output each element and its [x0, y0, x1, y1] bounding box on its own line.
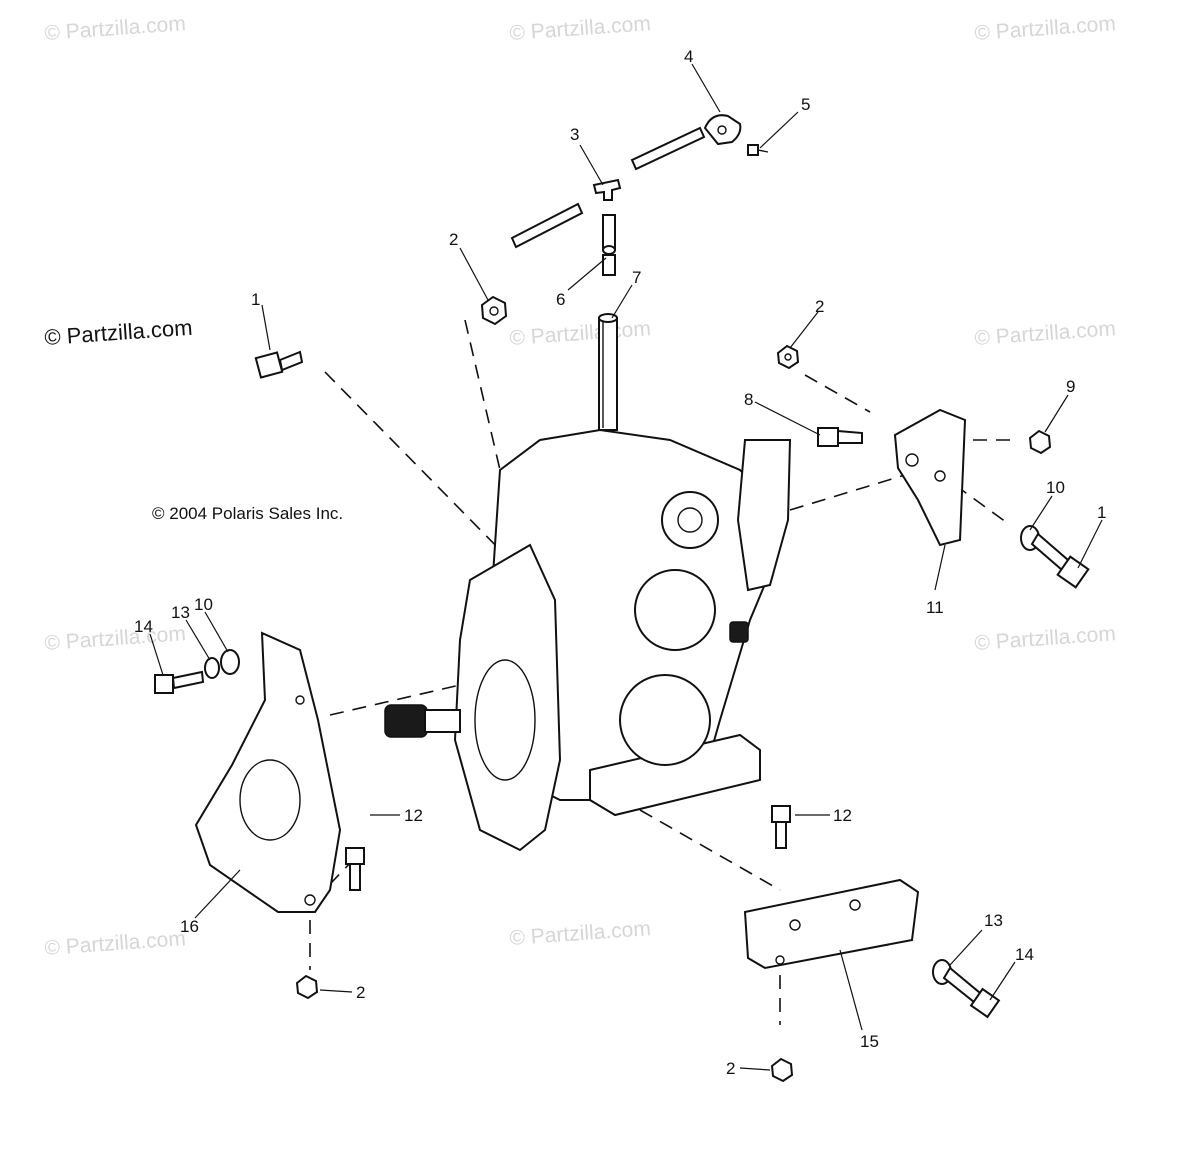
- callout-5: 5: [801, 95, 810, 114]
- hex-nut: [1028, 429, 1052, 455]
- watermark: © Partzilla.com: [974, 622, 1117, 655]
- watermark: © Partzilla.com: [44, 927, 187, 960]
- hex-nut: [480, 295, 508, 326]
- skid-plate-15: [743, 878, 920, 970]
- callout-13: 13: [171, 603, 190, 622]
- callout-2: 2: [356, 983, 365, 1002]
- callout-2: 2: [815, 297, 824, 316]
- callout-7: 7: [632, 268, 641, 287]
- hex-nut: [776, 344, 800, 370]
- linkage-rod: [630, 126, 706, 171]
- bolt-14-left: [154, 649, 240, 694]
- copyright-text: © 2004 Polaris Sales Inc.: [152, 504, 343, 523]
- callout-2: 2: [726, 1059, 735, 1078]
- callout-16: 16: [180, 917, 199, 936]
- watermark: © Partzilla.com: [509, 12, 652, 45]
- bracket-11: [893, 408, 967, 547]
- shift-linkage: [510, 114, 769, 431]
- bolt-14-right: [932, 959, 1001, 1019]
- bolt-1-right: [1020, 525, 1090, 589]
- watermark: © Partzilla.com: [44, 622, 187, 655]
- leader-lines: [149, 63, 1103, 1071]
- callout-14: 14: [1015, 945, 1034, 964]
- bolt-1: [254, 350, 304, 379]
- callout-10: 10: [1046, 478, 1065, 497]
- callout-1: 1: [1097, 503, 1106, 522]
- bolt-12: [771, 805, 791, 849]
- watermark: © Partzilla.com: [44, 12, 187, 45]
- callout-4: 4: [684, 47, 693, 66]
- tee-fitting-3: [592, 178, 622, 201]
- callout-labels: 1 2 3 4 5 6 7 2 8 9 10 1 11 14 13 10 12 …: [134, 47, 1106, 1078]
- bolt-8: [817, 427, 863, 447]
- callout-10: 10: [194, 595, 213, 614]
- callout-13: 13: [984, 911, 1003, 930]
- callout-11: 11: [926, 598, 944, 617]
- watermark-layer: © Partzilla.com © Partzilla.com © Partzi…: [44, 12, 1117, 960]
- callout-12: 12: [833, 806, 852, 825]
- partzilla-notice: © Partzilla.com: [44, 315, 194, 350]
- callout-8: 8: [744, 390, 753, 409]
- rod-end-4: [703, 114, 742, 146]
- callout-1: 1: [251, 290, 260, 309]
- callout-15: 15: [860, 1032, 879, 1051]
- callout-9: 9: [1066, 377, 1075, 396]
- bracket-16: [194, 631, 342, 913]
- hex-nut: [295, 974, 319, 1000]
- hex-nut: [770, 1057, 794, 1083]
- watermark: © Partzilla.com: [509, 317, 652, 350]
- watermark: © Partzilla.com: [509, 917, 652, 950]
- watermark: © Partzilla.com: [974, 317, 1117, 350]
- watermark: © Partzilla.com: [974, 12, 1117, 45]
- callout-14: 14: [134, 617, 153, 636]
- bolt-5: [747, 144, 769, 156]
- linkage-rod: [510, 202, 584, 249]
- bolt-12: [345, 847, 365, 891]
- dowel-7: [598, 313, 618, 431]
- transmission-housing: [384, 428, 792, 852]
- callout-6: 6: [556, 290, 565, 309]
- callout-12: 12: [404, 806, 423, 825]
- tube-6: [602, 214, 616, 276]
- callout-3: 3: [570, 125, 579, 144]
- assembly-lines: [309, 319, 1011, 1025]
- callout-2: 2: [449, 230, 458, 249]
